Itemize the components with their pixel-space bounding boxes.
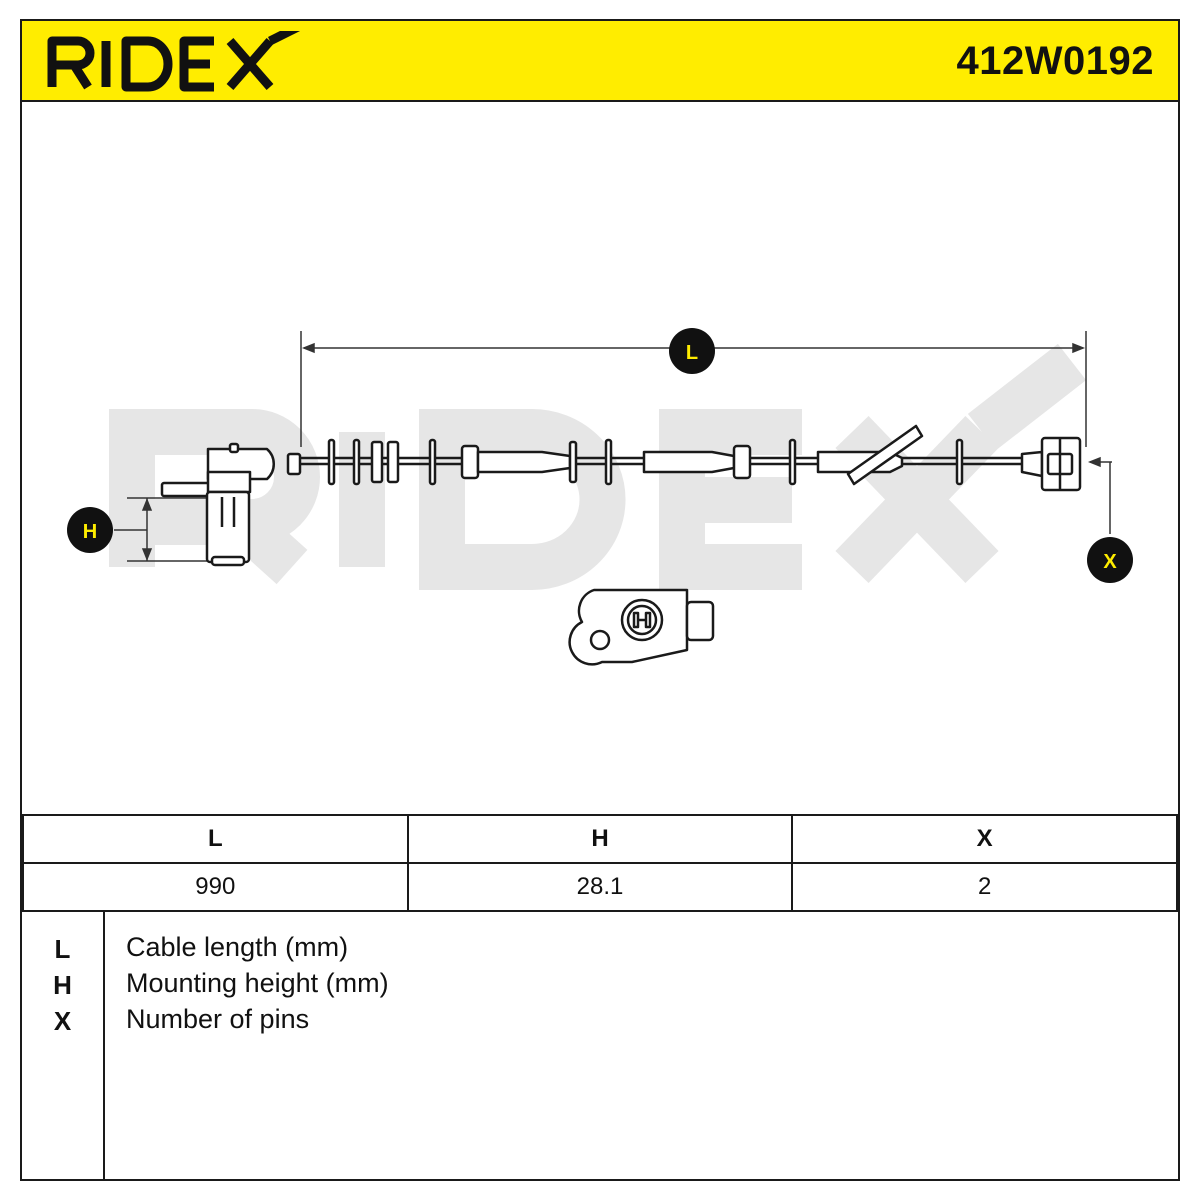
technical-drawing: L H X [67, 328, 1133, 666]
legend: L Cable length (mm) H Mounting height (m… [22, 912, 1178, 1179]
header-bar: 412W0192 [22, 21, 1178, 102]
legend-text-pins: Number of pins [126, 1004, 310, 1034]
spec-header-height: H [406, 814, 794, 864]
svg-text:H: H [83, 521, 97, 543]
length-marker: L [669, 328, 715, 374]
spec-header-length: L [22, 814, 409, 864]
sensor-head [160, 442, 302, 567]
spec-value-row: 990 28.1 2 [22, 862, 1178, 912]
part-number: 412W0192 [956, 39, 1154, 83]
pins-dimension [1087, 456, 1112, 534]
sensor-top-view [568, 588, 715, 666]
sensor-cable [300, 424, 1082, 492]
legend-key-pins: X [53, 1006, 72, 1036]
pins-marker: X [1087, 537, 1133, 583]
legend-text-length: Cable length (mm) [126, 932, 349, 962]
height-dimension [114, 497, 222, 562]
spec-value-length: 990 [22, 862, 409, 912]
height-marker: H [67, 507, 113, 553]
spec-value-height: 28.1 [406, 862, 794, 912]
legend-text-height: Mounting height (mm) [126, 968, 389, 998]
svg-text:X: X [1103, 551, 1117, 573]
svg-text:L: L [686, 342, 698, 364]
spec-table: L H X 990 28.1 2 [22, 814, 1178, 912]
ridex-logo [47, 31, 301, 92]
legend-key-height: H [53, 970, 72, 1000]
legend-key-column [22, 912, 105, 1179]
spec-header-pins: X [791, 814, 1178, 864]
spec-value-pins: 2 [791, 862, 1178, 912]
legend-key-length: L [54, 934, 71, 964]
product-sheet: 412W0192 L [20, 19, 1180, 1181]
spec-header-row: L H X [22, 814, 1178, 864]
